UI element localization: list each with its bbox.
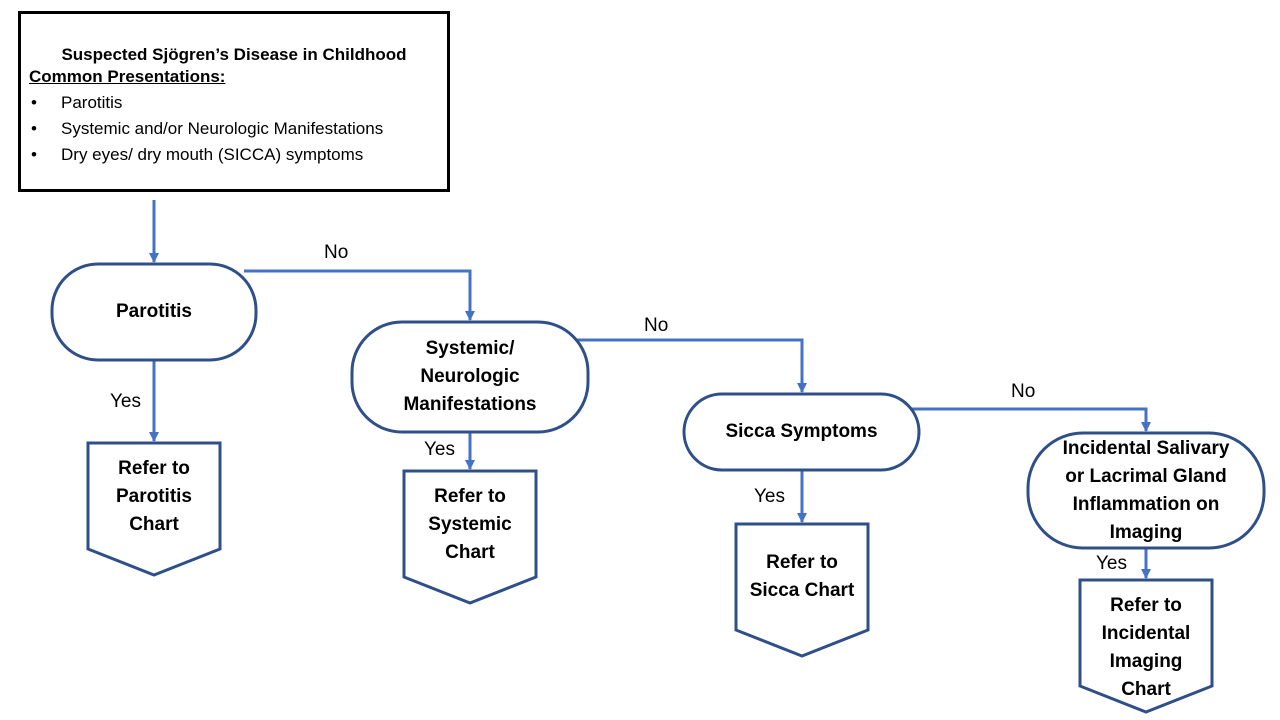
presentation-item: Systemic and/or Neurologic Manifestation…: [29, 116, 439, 142]
arrow-sicca-no: [912, 407, 1151, 432]
sicca-decision-label: Sicca Symptoms: [725, 421, 878, 442]
systemic-outcome-shape: [402, 469, 538, 605]
start-title: Suspected Sjögren’s Disease in Childhood: [61, 45, 407, 64]
presentation-item: Parotitis: [29, 90, 439, 116]
edge-label-yes: Yes: [424, 439, 455, 460]
edge-label-yes: Yes: [754, 486, 785, 507]
start-box: Suspected Sjögren’s Disease in Childhood…: [18, 11, 450, 192]
edge-label-no: No: [1011, 381, 1036, 402]
edge-label-no: No: [644, 315, 669, 336]
edge-label-yes: Yes: [1096, 553, 1127, 574]
systemic-decision-shape: [350, 320, 590, 434]
parotitis-outcome-label: Refer to Parotitis Chart: [115, 458, 193, 535]
sicca-decision-shape: [682, 392, 921, 472]
sicca-outcome-label: Refer to Sicca Chart: [749, 552, 855, 601]
systemic-outcome-label: Refer to Systemic Chart: [428, 486, 512, 563]
parotitis-decision-shape: [50, 262, 258, 362]
edge-label-no: No: [324, 242, 349, 263]
systemic-decision-label: Systemic/ Neurologic Manifestations: [403, 338, 537, 415]
edge-label-yes: Yes: [110, 391, 141, 412]
arrow-systemic-no: [576, 338, 807, 393]
parotitis-decision-label: Parotitis: [115, 301, 193, 322]
incidental-decision-label: Incidental Salivary or Lacrimal Gland In…: [1062, 437, 1230, 543]
incidental-decision-shape: [1026, 431, 1266, 550]
parotitis-outcome-shape: [86, 441, 222, 577]
presentation-item: Dry eyes/ dry mouth (SICCA) symptoms: [29, 142, 439, 168]
incidental-outcome-label: Refer to Incidental Imaging Chart: [1101, 595, 1191, 700]
arrow-parotitis-no: [244, 269, 475, 321]
presentations-heading: Common Presentations:: [29, 67, 226, 86]
incidental-outcome-shape: [1078, 578, 1214, 714]
presentations-list: Parotitis Systemic and/or Neurologic Man…: [29, 90, 439, 168]
sicca-outcome-shape: [734, 522, 870, 658]
